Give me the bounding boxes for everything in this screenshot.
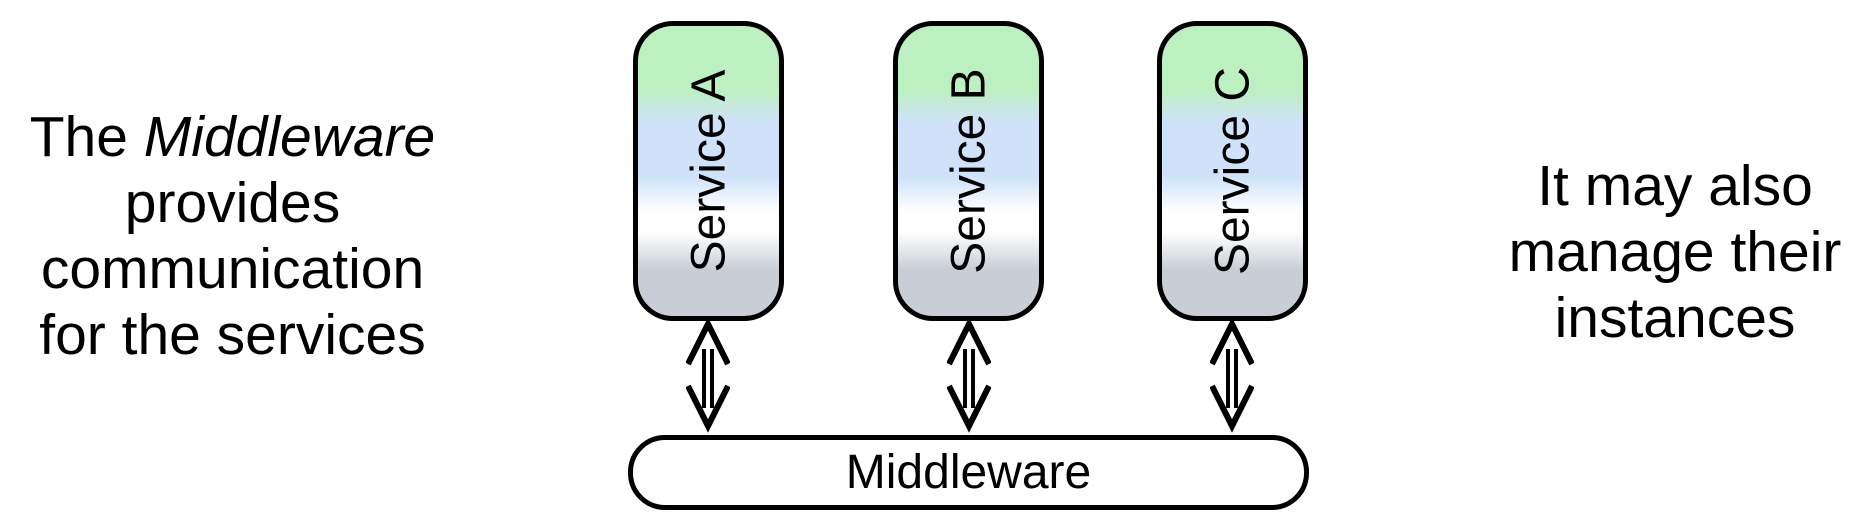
double-arrow-icon-service-a bbox=[686, 321, 730, 435]
service-c-box: Service C bbox=[1157, 21, 1308, 321]
double-arrow-icon-service-b bbox=[947, 321, 991, 435]
left-annotation-line-4: for the services bbox=[39, 303, 426, 367]
service-a-label: Service A bbox=[682, 69, 735, 273]
middleware-box: Middleware bbox=[628, 435, 1309, 510]
middleware-emphasis: Middleware bbox=[143, 105, 436, 169]
left-annotation-line-3: communication bbox=[40, 237, 425, 301]
left-annotation-line-1: The Middleware bbox=[29, 105, 436, 169]
right-annotation-line-3: instances bbox=[1554, 286, 1796, 350]
right-annotation: It may also manage their instances bbox=[1455, 153, 1868, 351]
middleware-label: Middleware bbox=[845, 446, 1092, 499]
left-annotation: The Middleware provides communication fo… bbox=[5, 104, 460, 368]
right-annotation-line-2: manage their bbox=[1508, 220, 1842, 284]
service-b-label: Service B bbox=[942, 68, 995, 274]
double-arrow-icon-service-c bbox=[1210, 321, 1254, 435]
right-annotation-line-1: It may also bbox=[1537, 154, 1813, 218]
service-c-label: Service C bbox=[1206, 66, 1259, 276]
left-annotation-line-2: provides bbox=[124, 171, 341, 235]
service-a-box: Service A bbox=[633, 21, 784, 321]
service-b-box: Service B bbox=[893, 21, 1044, 321]
